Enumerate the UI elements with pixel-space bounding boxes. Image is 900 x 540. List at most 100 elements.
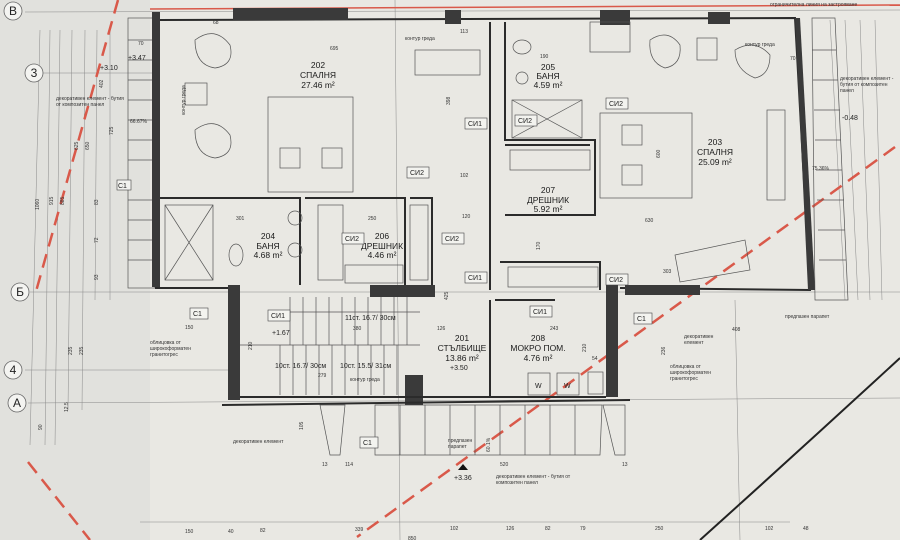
dim: 114 (345, 462, 353, 468)
dim: 93 (94, 274, 100, 280)
dim: 250 (655, 526, 664, 532)
note-parapet: предпазен парапет (785, 314, 830, 320)
room-205-name: БАНЯ (536, 71, 559, 81)
tag-si1: СИ1 (468, 275, 482, 282)
bed-202 (267, 96, 354, 193)
dim: 150 (185, 325, 194, 331)
dim: 695 (330, 46, 339, 52)
dim: 235 (68, 346, 74, 355)
dim: 235 (79, 346, 85, 355)
dim: 210 (248, 341, 254, 350)
axis-4: 4 (10, 363, 17, 377)
room-201-area: 13.86 m² (445, 353, 479, 363)
dim: 13 (322, 462, 328, 468)
note-dekor: декоративен елемент (684, 334, 714, 346)
dim: 102 (450, 526, 459, 532)
washer-label: W (535, 383, 542, 390)
dim: 40 (228, 529, 234, 535)
room-207-area: 5.92 m² (534, 204, 563, 214)
axis-3: 3 (31, 66, 38, 80)
tag-si1: СИ1 (468, 121, 482, 128)
dim: 70 (138, 41, 144, 47)
bed-203 (599, 112, 693, 199)
note-kontur: контур греда (350, 377, 380, 383)
room-203-name: СПАЛНЯ (697, 147, 733, 157)
room-202-name: СПАЛНЯ (300, 70, 336, 80)
dim: 102 (460, 173, 469, 179)
level-marks: +3.10 +3.47 -0.48 +1.67 +3.50 +3.36 (100, 55, 858, 482)
room-206-area: 4.46 m² (368, 250, 397, 260)
dim: 279 (318, 373, 327, 379)
note-granica: ограничителна линия на застрояване (770, 2, 857, 8)
dim: 72 (94, 237, 100, 243)
dim: 402 (99, 79, 105, 88)
tag-c1: C1 (637, 316, 646, 323)
dim: 243 (550, 326, 559, 332)
dim: 82 (260, 528, 266, 534)
tag-si2: СИ2 (445, 236, 459, 243)
tag-si1: СИ1 (271, 313, 285, 320)
note-dekor: декоративен елемент (233, 439, 284, 445)
note-oblitsovka: облицовка от широкоформатен гранитогрес (670, 364, 711, 382)
dim: 13 (622, 462, 628, 468)
dim: 250 (368, 216, 377, 222)
tag-si2: СИ2 (345, 236, 359, 243)
dim: 630 (645, 218, 654, 224)
axis-b: Б (16, 285, 24, 299)
room-201-name: СТЪЛБИЩЕ (438, 343, 487, 353)
walls (152, 8, 815, 406)
dim: 850 (408, 536, 417, 540)
grid-lines (24, 0, 900, 540)
tag-si1: СИ1 (533, 309, 547, 316)
dim: 425 (444, 291, 450, 300)
tags: СИ1 СИ2 СИ2 СИ2 СИ2 СИ2 СИ1 СИ2 СИ1 СИ1 … (116, 97, 653, 449)
axis-markers: В 3 Б 4 А (3, 1, 44, 413)
level-mark: +3.50 (450, 365, 468, 372)
dim: 625 (74, 141, 80, 150)
dim: 126 (506, 526, 515, 532)
room-208-area: 4.76 m² (524, 353, 553, 363)
washer-1 (527, 372, 551, 396)
notes: контур греда контур греда контур греда к… (56, 2, 894, 486)
dim: 236 (661, 346, 667, 355)
note-kontur: контур греда (181, 85, 187, 115)
stair-labels: 11ст. 16.7/ 30см 10ст. 16.7/ 30см 10ст. … (275, 315, 396, 370)
room-207-num: 207 (541, 185, 555, 195)
dim: 339 (355, 527, 364, 533)
stair-flight-1: 11ст. 16.7/ 30см (345, 315, 396, 322)
dim: 82 (545, 526, 551, 532)
room-206-num: 206 (375, 231, 389, 241)
dim: 83 (94, 199, 100, 205)
dim: 102 (765, 526, 774, 532)
dimensions: 695 68 113 398 102 120 250 301 190 600 6… (35, 20, 809, 540)
room-205-area: 4.59 m² (534, 80, 563, 90)
dim: 105 (299, 421, 305, 430)
room-204-num: 204 (261, 231, 275, 241)
terrace-right (811, 17, 849, 301)
note-oblitsovka: облицовка от широкоформатен гранитогрес (150, 340, 191, 358)
dim: 380 (353, 326, 362, 332)
stair-flight-3: 10ст. 15.5/ 31см (340, 363, 391, 370)
room-203-area: 25.09 m² (698, 157, 732, 167)
dim: 1060 (35, 199, 41, 210)
room-204-area: 4.68 m² (254, 250, 283, 260)
washer-label: W (564, 383, 571, 390)
dim: 520 (500, 462, 509, 468)
room-203-num: 203 (708, 137, 722, 147)
room-202-area: 27.46 m² (301, 80, 335, 90)
furniture (164, 21, 786, 396)
dim: 190 (540, 54, 549, 60)
note-dekor-panel: декоративен елемент - бутия от композите… (496, 474, 571, 486)
note-kontur: контур греда (745, 42, 775, 48)
room-labels: 202 СПАЛНЯ 27.46 m² 203 СПАЛНЯ 25.09 m² … (254, 60, 733, 363)
dim: 600 (656, 149, 662, 158)
axis-v: В (9, 4, 17, 18)
dim: 885 (60, 196, 66, 205)
dim: 126 (437, 326, 446, 332)
tag-c1: C1 (118, 183, 127, 190)
note-dekor-panel: декоративен елемент - бутия от композите… (840, 76, 894, 94)
tag-si2: СИ2 (410, 170, 424, 177)
dim: 210 (582, 343, 588, 352)
dim: 301 (236, 216, 245, 222)
dim: 70 (790, 56, 796, 62)
